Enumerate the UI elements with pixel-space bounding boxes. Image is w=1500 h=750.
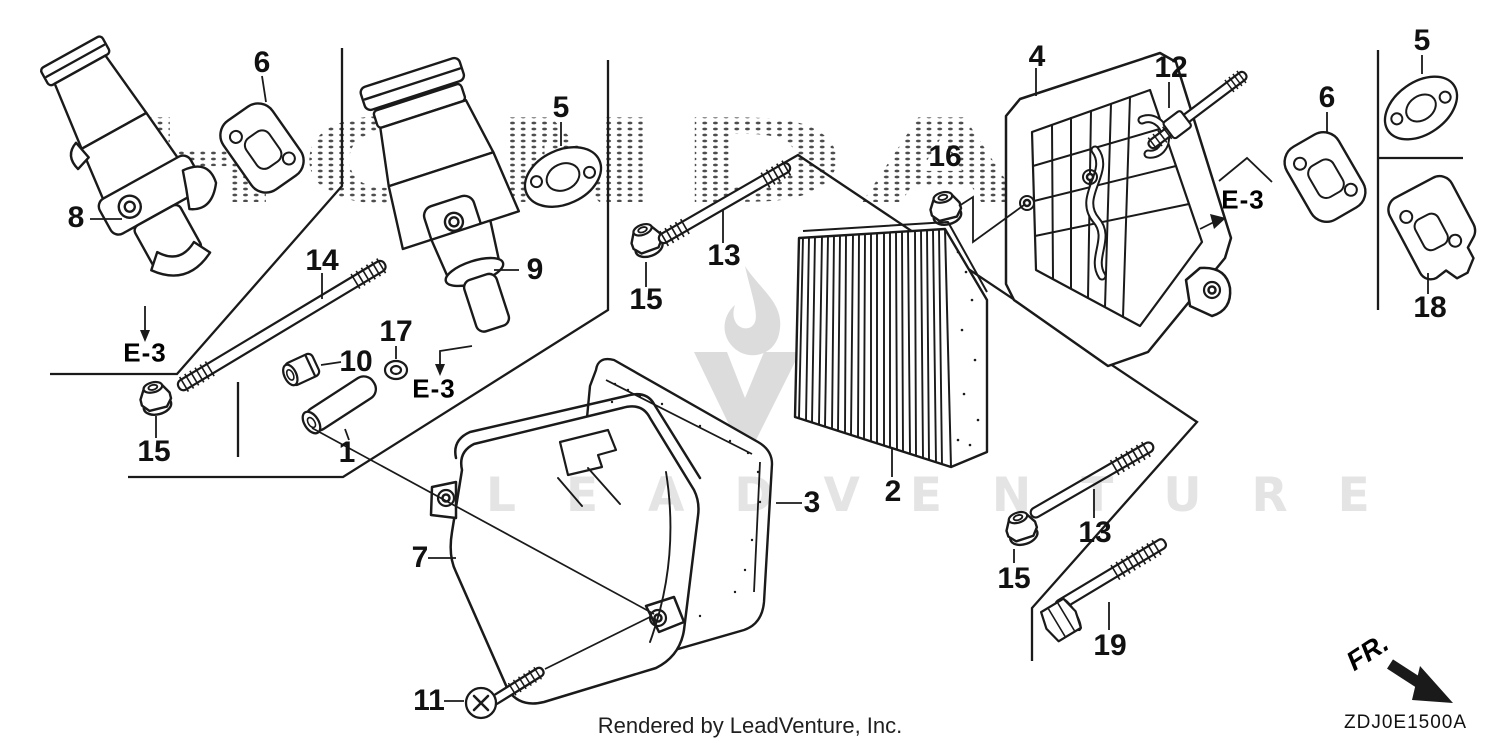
callout-leader-lines: [90, 55, 1429, 702]
part-callout-19[interactable]: 19: [1093, 629, 1127, 662]
part-18-carburetor-gasket-tab: [1387, 174, 1477, 281]
part-callout-6[interactable]: 6: [253, 46, 271, 79]
part-callout-17[interactable]: 17: [379, 315, 413, 348]
section-ref-e3[interactable]: E-3: [1221, 184, 1265, 215]
diagram-code: ZDJ0E1500A: [1344, 712, 1468, 733]
part-callout-4[interactable]: 4: [1028, 40, 1046, 73]
part-13-stud-lower: [1029, 441, 1155, 519]
part-5-insulator-gasket-right: [1383, 75, 1459, 141]
part-callout-3[interactable]: 3: [803, 486, 821, 519]
part-callout-12[interactable]: 12: [1154, 51, 1188, 84]
part-19-flange-bolt: [1040, 538, 1168, 643]
rendered-by-text: Rendered by LeadVenture, Inc.: [597, 713, 903, 738]
part-17-washer: [383, 359, 409, 381]
part-10-bushing: [282, 352, 321, 387]
assembly-axis-lines: [311, 427, 655, 670]
part-callout-16[interactable]: 16: [928, 140, 962, 173]
part-5-insulator-gasket-left: [523, 146, 603, 208]
section-ref-e3[interactable]: E-3: [123, 337, 167, 368]
part-callout-15[interactable]: 15: [997, 562, 1031, 595]
part-callout-5[interactable]: 5: [1413, 24, 1431, 57]
part-callout-14[interactable]: 14: [305, 244, 339, 277]
leadventure-flame-v-watermark-icon: [694, 266, 800, 460]
part-callout-6[interactable]: 6: [1318, 81, 1336, 114]
part-12-stud-bolt-long: [1147, 70, 1248, 151]
part-14-stud-bolt: [176, 258, 387, 392]
part-callout-13[interactable]: 13: [707, 239, 741, 272]
part-callout-15[interactable]: 15: [629, 283, 663, 316]
part-callout-1[interactable]: 1: [338, 436, 356, 469]
part-callout-2[interactable]: 2: [884, 475, 902, 508]
part-8-intake-pipe: [40, 35, 218, 277]
part-callout-15[interactable]: 15: [137, 435, 171, 468]
part-7-air-cleaner-cover: [429, 393, 702, 705]
part-callout-7[interactable]: 7: [411, 541, 429, 574]
part-callout-9[interactable]: 9: [526, 253, 544, 286]
part-callout-18[interactable]: 18: [1413, 291, 1447, 324]
fr-direction-arrow-icon: [1387, 659, 1453, 703]
part-callout-11[interactable]: 11: [413, 684, 445, 717]
section-ref-arrows: [140, 156, 1273, 376]
leadventure-text-watermark: LEADVENTURE: [486, 468, 1420, 523]
part-9-intake-pipe: [359, 56, 521, 333]
section-ref-e3[interactable]: E-3: [412, 373, 456, 404]
part-6-carburetor-gasket-left: [219, 102, 305, 194]
part-callout-13[interactable]: 13: [1078, 516, 1112, 549]
part-2-air-cleaner-element: [793, 221, 989, 469]
part-6-carburetor-gasket-right: [1283, 131, 1367, 223]
part-callout-5[interactable]: 5: [552, 91, 570, 124]
zone-boundary-lines: [50, 48, 1463, 661]
part-13-stud-upper: [657, 160, 792, 247]
part-1-spacer-collar: [301, 375, 378, 435]
element-speckle-texture: [956, 250, 980, 447]
part-callout-10[interactable]: 10: [339, 345, 373, 378]
part-11-cover-screw: [464, 666, 545, 720]
part-callout-8[interactable]: 8: [67, 201, 85, 234]
